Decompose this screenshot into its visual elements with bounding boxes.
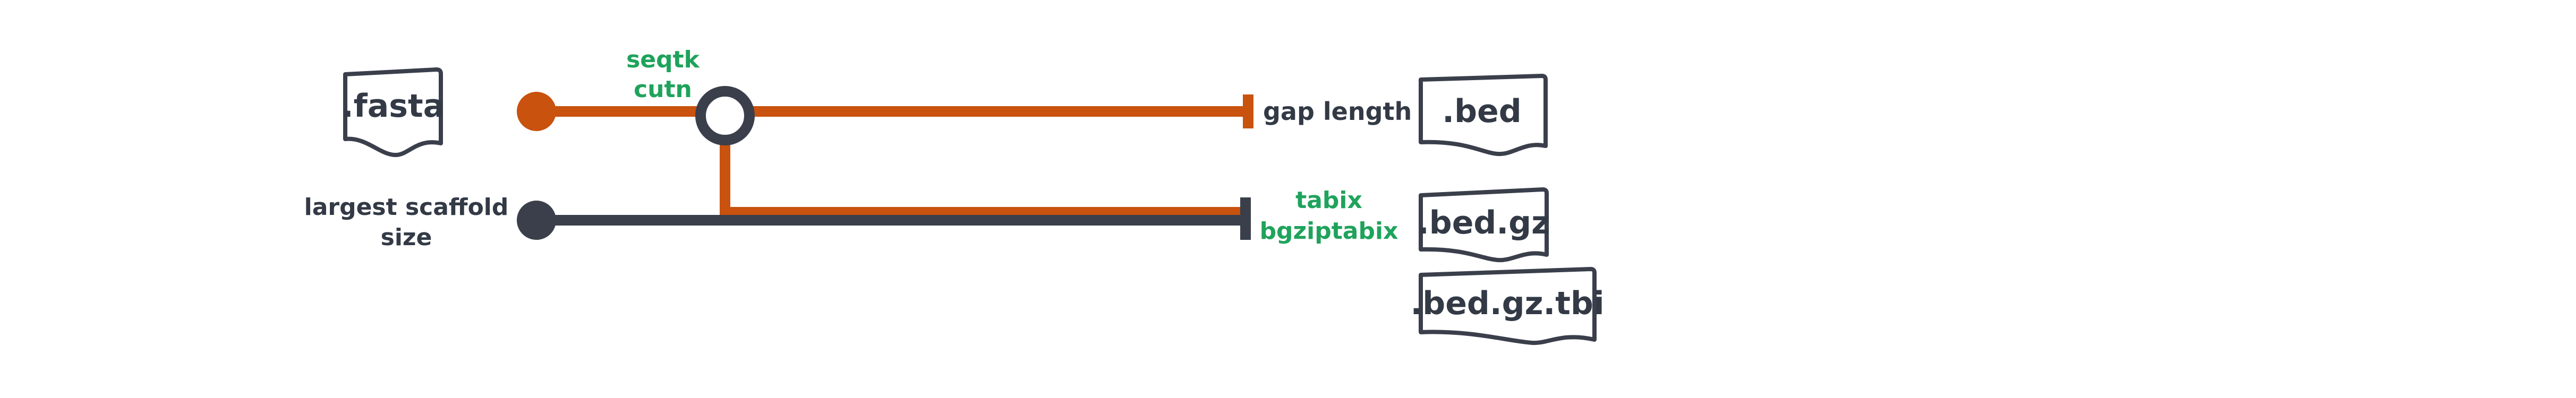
tabix-tool-label-line2: bgziptabix <box>1260 218 1398 245</box>
scaffold-label-line1: largest scaffold <box>304 194 509 221</box>
tbi-file-label: .bed.gz.tbi <box>1410 285 1604 322</box>
scaffold-label-line2: size <box>381 224 432 251</box>
seqtk-to-tabix-branch <box>720 132 1246 218</box>
fasta-file-icon: .fasta <box>342 67 445 157</box>
tbi-file-icon: .bed.gz.tbi <box>1410 267 1605 345</box>
seqtk-tool-node <box>695 86 755 145</box>
fasta-input-node <box>517 92 556 131</box>
scaffold-input-node <box>517 201 556 240</box>
tabix-tool-label-line1: tabix <box>1295 187 1362 214</box>
bedgz-file-label: .bed.gz <box>1417 204 1550 241</box>
seqtk-tool-label-line1: seqtk <box>626 46 701 73</box>
fasta-file-label: .fasta <box>342 88 445 125</box>
gap-length-label: gap length <box>1263 97 1412 126</box>
bed-file-icon: .bed <box>1419 74 1548 157</box>
bedgz-file-icon: .bed.gz <box>1417 187 1550 263</box>
seqtk-tool-label-line2: cutn <box>634 76 692 103</box>
bed-file-label: .bed <box>1442 93 1521 130</box>
